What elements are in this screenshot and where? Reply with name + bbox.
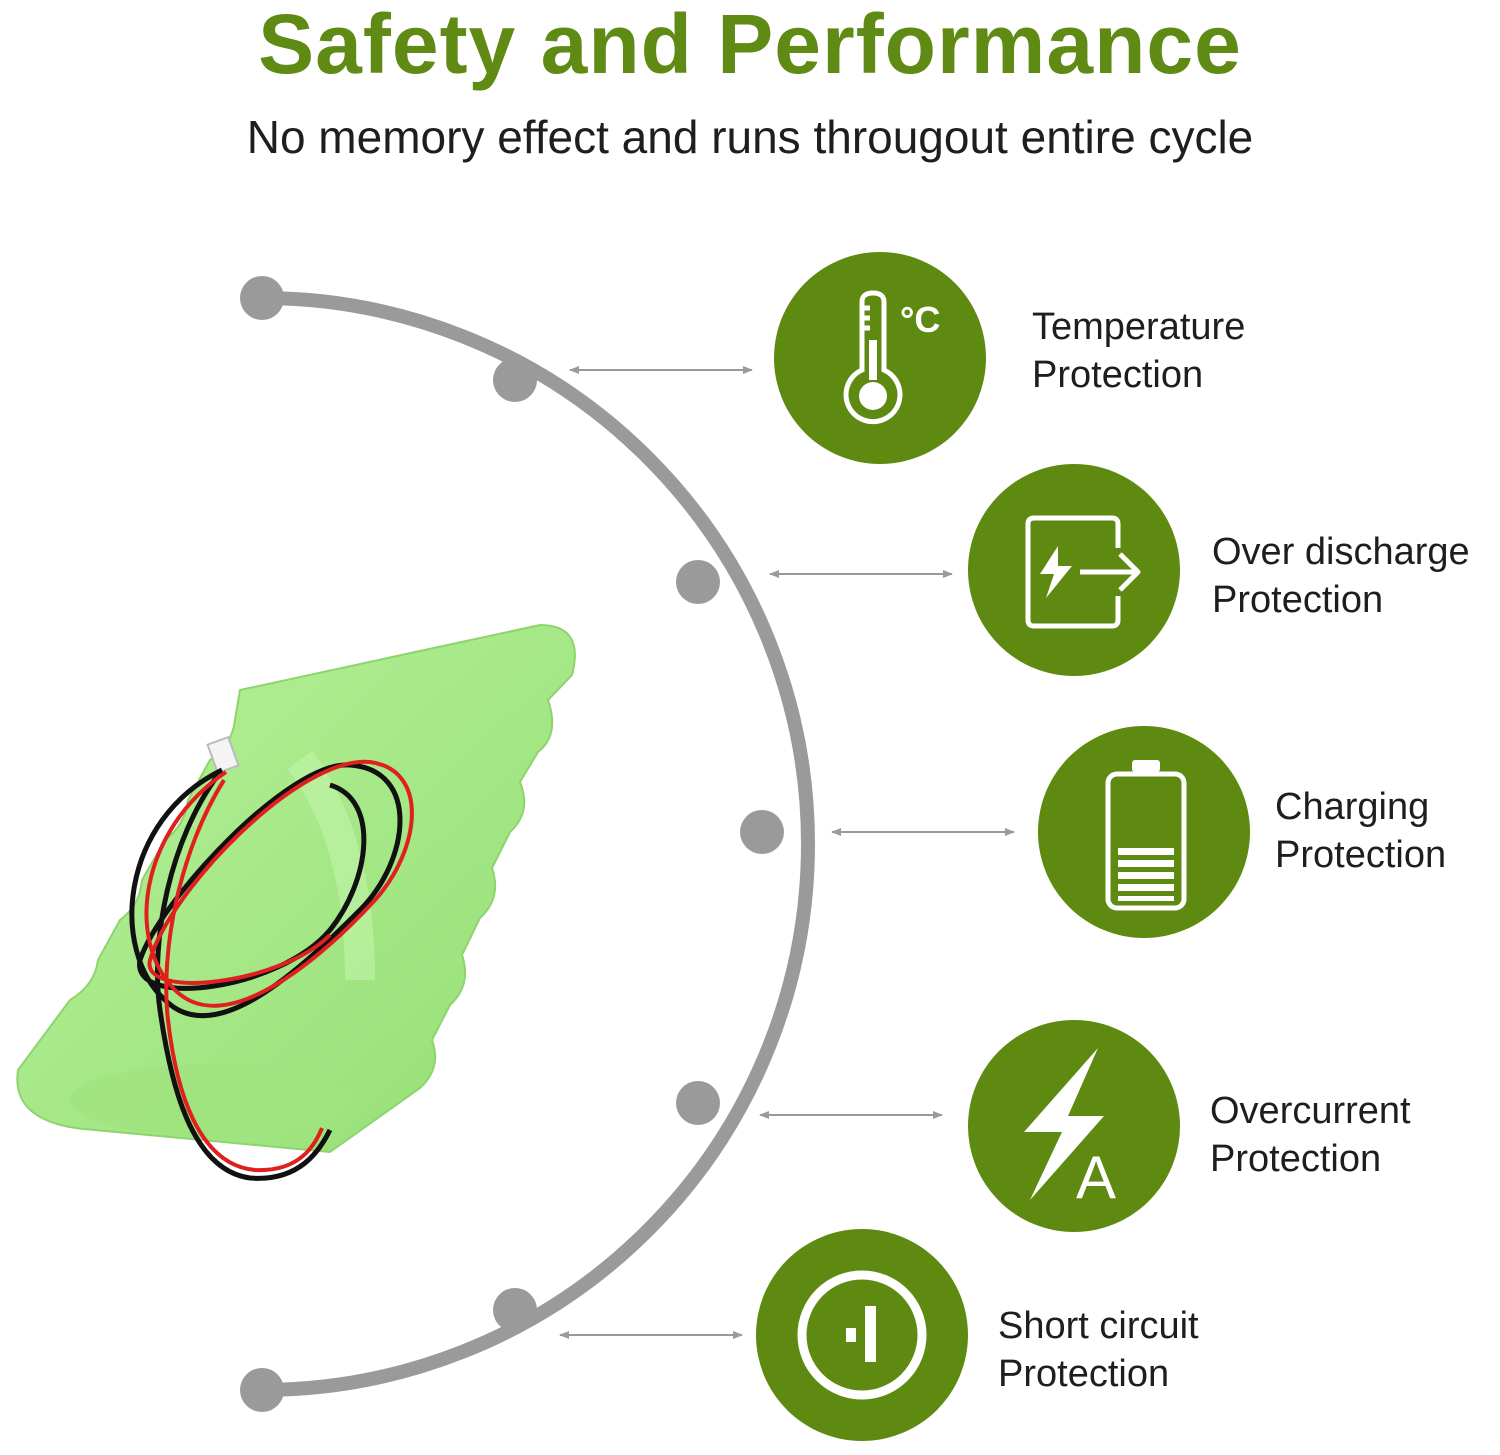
thermometer-icon: °C	[774, 252, 986, 464]
feature-label-temperature: Temperature Protection	[1032, 303, 1245, 399]
arc-end-dot	[240, 276, 284, 320]
svg-text:A: A	[1076, 1144, 1116, 1211]
arc-node	[676, 560, 720, 604]
feature-label-short-circuit: Short circuit Protection	[998, 1302, 1199, 1398]
power-icon	[756, 1229, 968, 1441]
feature-label-over-discharge: Over discharge Protection	[1212, 528, 1470, 624]
feature-label-line1: Temperature	[1032, 306, 1246, 348]
feature-label-line2: Protection	[1212, 579, 1384, 621]
battery-pack-image	[16, 623, 576, 1181]
lightning-icon: A	[968, 1020, 1180, 1232]
feature-label-line1: Overcurrent	[1210, 1090, 1411, 1132]
feature-label-line2: Protection	[998, 1353, 1170, 1395]
over-discharge-icon	[968, 464, 1180, 676]
feature-label-line2: Protection	[1210, 1138, 1382, 1180]
feature-label-overcurrent: Overcurrent Protection	[1210, 1087, 1411, 1183]
svg-text:°C: °C	[900, 299, 940, 340]
arc-node	[493, 358, 537, 402]
feature-label-line2: Protection	[1275, 834, 1447, 876]
arc-node	[676, 1081, 720, 1125]
page-subtitle: No memory effect and runs througout enti…	[246, 111, 1254, 163]
arc-end-dot	[240, 1368, 284, 1412]
feature-label-line1: Over discharge	[1212, 531, 1470, 573]
feature-label-line1: Short circuit	[998, 1305, 1199, 1347]
feature-label-line2: Protection	[1032, 354, 1204, 396]
feature-label-charging: Charging Protection	[1275, 783, 1446, 879]
battery-icon	[1038, 726, 1250, 938]
arc-node	[740, 810, 784, 854]
arc-node	[493, 1288, 537, 1332]
page-title: Safety and Performance	[258, 0, 1242, 91]
feature-label-line1: Charging	[1275, 786, 1430, 828]
